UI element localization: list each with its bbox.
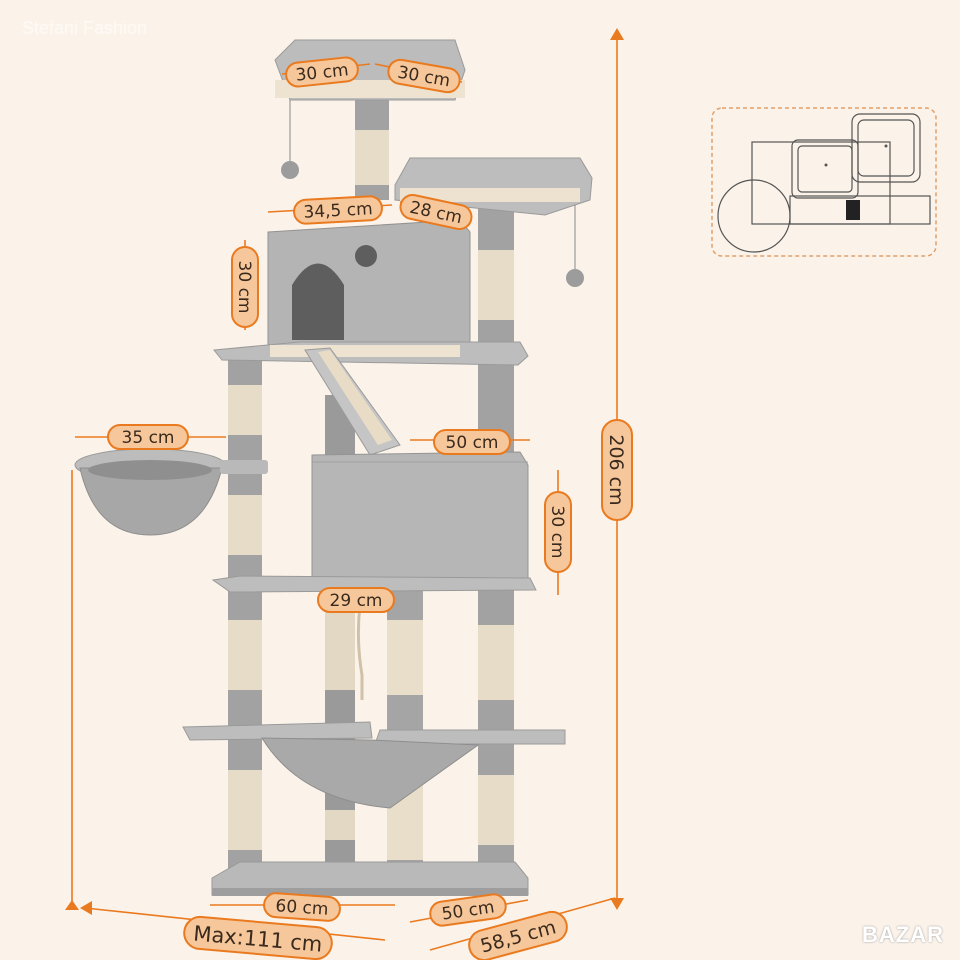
top-view-diagram-icon [711, 107, 937, 257]
label-condo-width-text: 34,5 cm [303, 199, 373, 223]
label-basket-width-text: 35 cm [122, 428, 175, 448]
label-platform-depth: 28 cm [399, 194, 473, 230]
label-box-height-text: 30 cm [547, 506, 567, 559]
label-condo-height-text: 30 cm [234, 261, 254, 314]
hanging-rope [356, 604, 364, 700]
lower-middle-platform [211, 575, 537, 593]
label-box-width: 50 cm [433, 429, 511, 455]
cat-tree [74, 39, 593, 896]
post-left [228, 355, 262, 880]
label-top-depth: 30 cm [387, 58, 461, 94]
label-max-width: Max:111 cm [183, 915, 333, 960]
dimension-arrowheads [65, 28, 624, 915]
basket-perch [74, 448, 268, 536]
brand-logo: BAZAR [862, 922, 944, 947]
label-total-height-text: 206 cm [605, 434, 627, 505]
label-box-width-text: 50 cm [446, 433, 499, 453]
post-top [355, 90, 389, 200]
box-condo [311, 451, 529, 591]
hammock-level [182, 721, 566, 809]
label-top-width: 30 cm [285, 56, 359, 88]
label-total-height: 206 cm [601, 419, 633, 521]
watermark-text: Stefani Fashion [22, 18, 148, 38]
base-board [211, 861, 529, 896]
ladder-ramp [304, 347, 401, 456]
label-base-width: 60 cm [263, 892, 341, 922]
label-base-depth: 50 cm [429, 893, 507, 927]
label-basket-width: 35 cm [107, 424, 189, 450]
label-box-depth: 29 cm [317, 587, 395, 613]
label-box-depth-text: 29 cm [330, 591, 383, 611]
upper-condo [267, 219, 471, 346]
label-box-height: 30 cm [544, 491, 572, 573]
label-condo-width: 34,5 cm [293, 195, 383, 225]
label-condo-height: 30 cm [231, 246, 259, 328]
label-base-width-text: 60 cm [275, 896, 329, 920]
